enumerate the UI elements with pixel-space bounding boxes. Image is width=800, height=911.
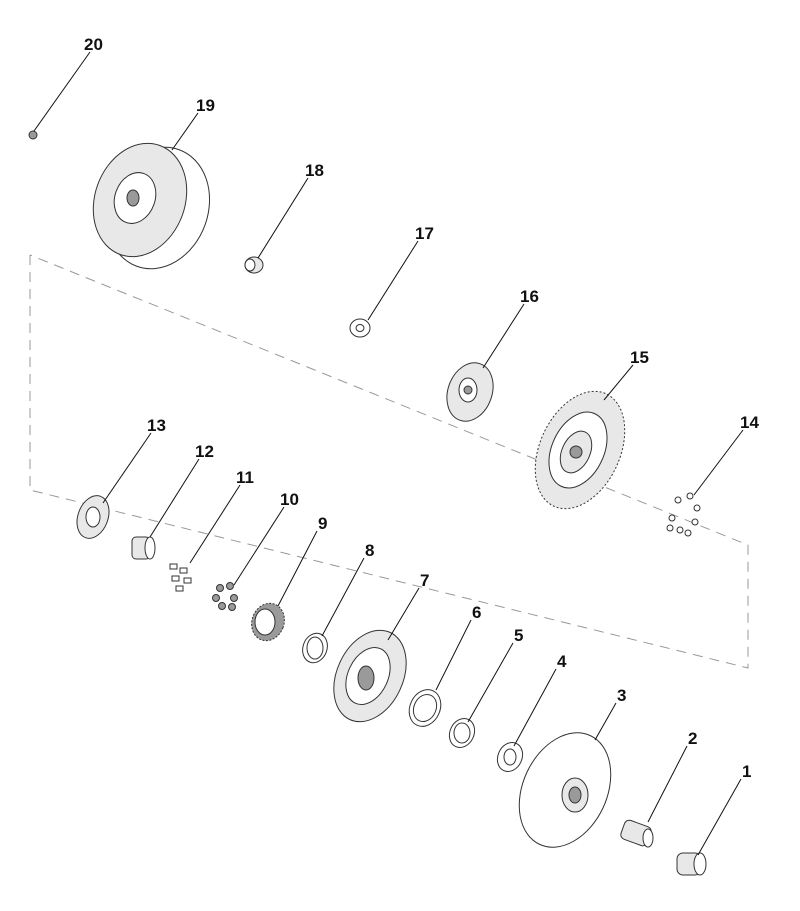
part-10-rollers[interactable] [212, 582, 238, 611]
callout-11: 11 [236, 468, 254, 487]
part-3-fixed-sheave[interactable] [502, 718, 629, 862]
callout-10: 10 [280, 490, 299, 509]
part-20-screw[interactable] [28, 130, 38, 140]
callout-5: 5 [514, 626, 523, 645]
part-17-washer[interactable] [349, 318, 371, 338]
part-8-retaining-ring[interactable] [299, 630, 332, 666]
part-12-bushing[interactable] [131, 536, 156, 560]
part-19-cover[interactable] [78, 130, 226, 283]
callout-19: 19 [196, 96, 215, 115]
part-11-blocks[interactable] [169, 563, 192, 592]
callout-labels: 20 19 18 17 16 15 14 13 12 11 10 9 8 7 6… [84, 35, 759, 781]
callout-9: 9 [318, 514, 327, 533]
callout-20: 20 [84, 35, 103, 54]
part-4-retainer[interactable] [493, 738, 527, 775]
callout-17: 17 [415, 224, 434, 243]
callout-1: 1 [742, 762, 751, 781]
leader-lines [33, 51, 744, 856]
part-7-movable-sheave[interactable] [320, 619, 420, 734]
part-18-nut[interactable] [244, 256, 264, 274]
callout-2: 2 [688, 729, 697, 748]
subassembly-boundary [29, 254, 749, 669]
callout-16: 16 [520, 287, 539, 306]
part-9-ring-gear[interactable] [246, 599, 289, 646]
part-14-screws[interactable] [666, 492, 701, 537]
part-16-hub-plate[interactable] [439, 356, 501, 427]
part-15-fan-sheave[interactable] [518, 377, 643, 523]
callout-12: 12 [195, 442, 214, 461]
callout-14: 14 [740, 413, 759, 432]
part-13-plate[interactable] [71, 491, 114, 543]
callout-3: 3 [617, 686, 626, 705]
part-5-snap-ring[interactable] [445, 714, 479, 751]
callout-18: 18 [305, 161, 324, 180]
callout-13: 13 [147, 416, 166, 435]
callout-8: 8 [365, 541, 374, 560]
part-1-bushing[interactable] [676, 852, 707, 876]
callout-15: 15 [630, 348, 649, 367]
part-2-sleeve[interactable] [619, 819, 654, 848]
part-6-washer[interactable] [403, 684, 446, 731]
callout-6: 6 [472, 603, 481, 622]
callout-4: 4 [557, 652, 567, 671]
callout-7: 7 [420, 571, 429, 590]
